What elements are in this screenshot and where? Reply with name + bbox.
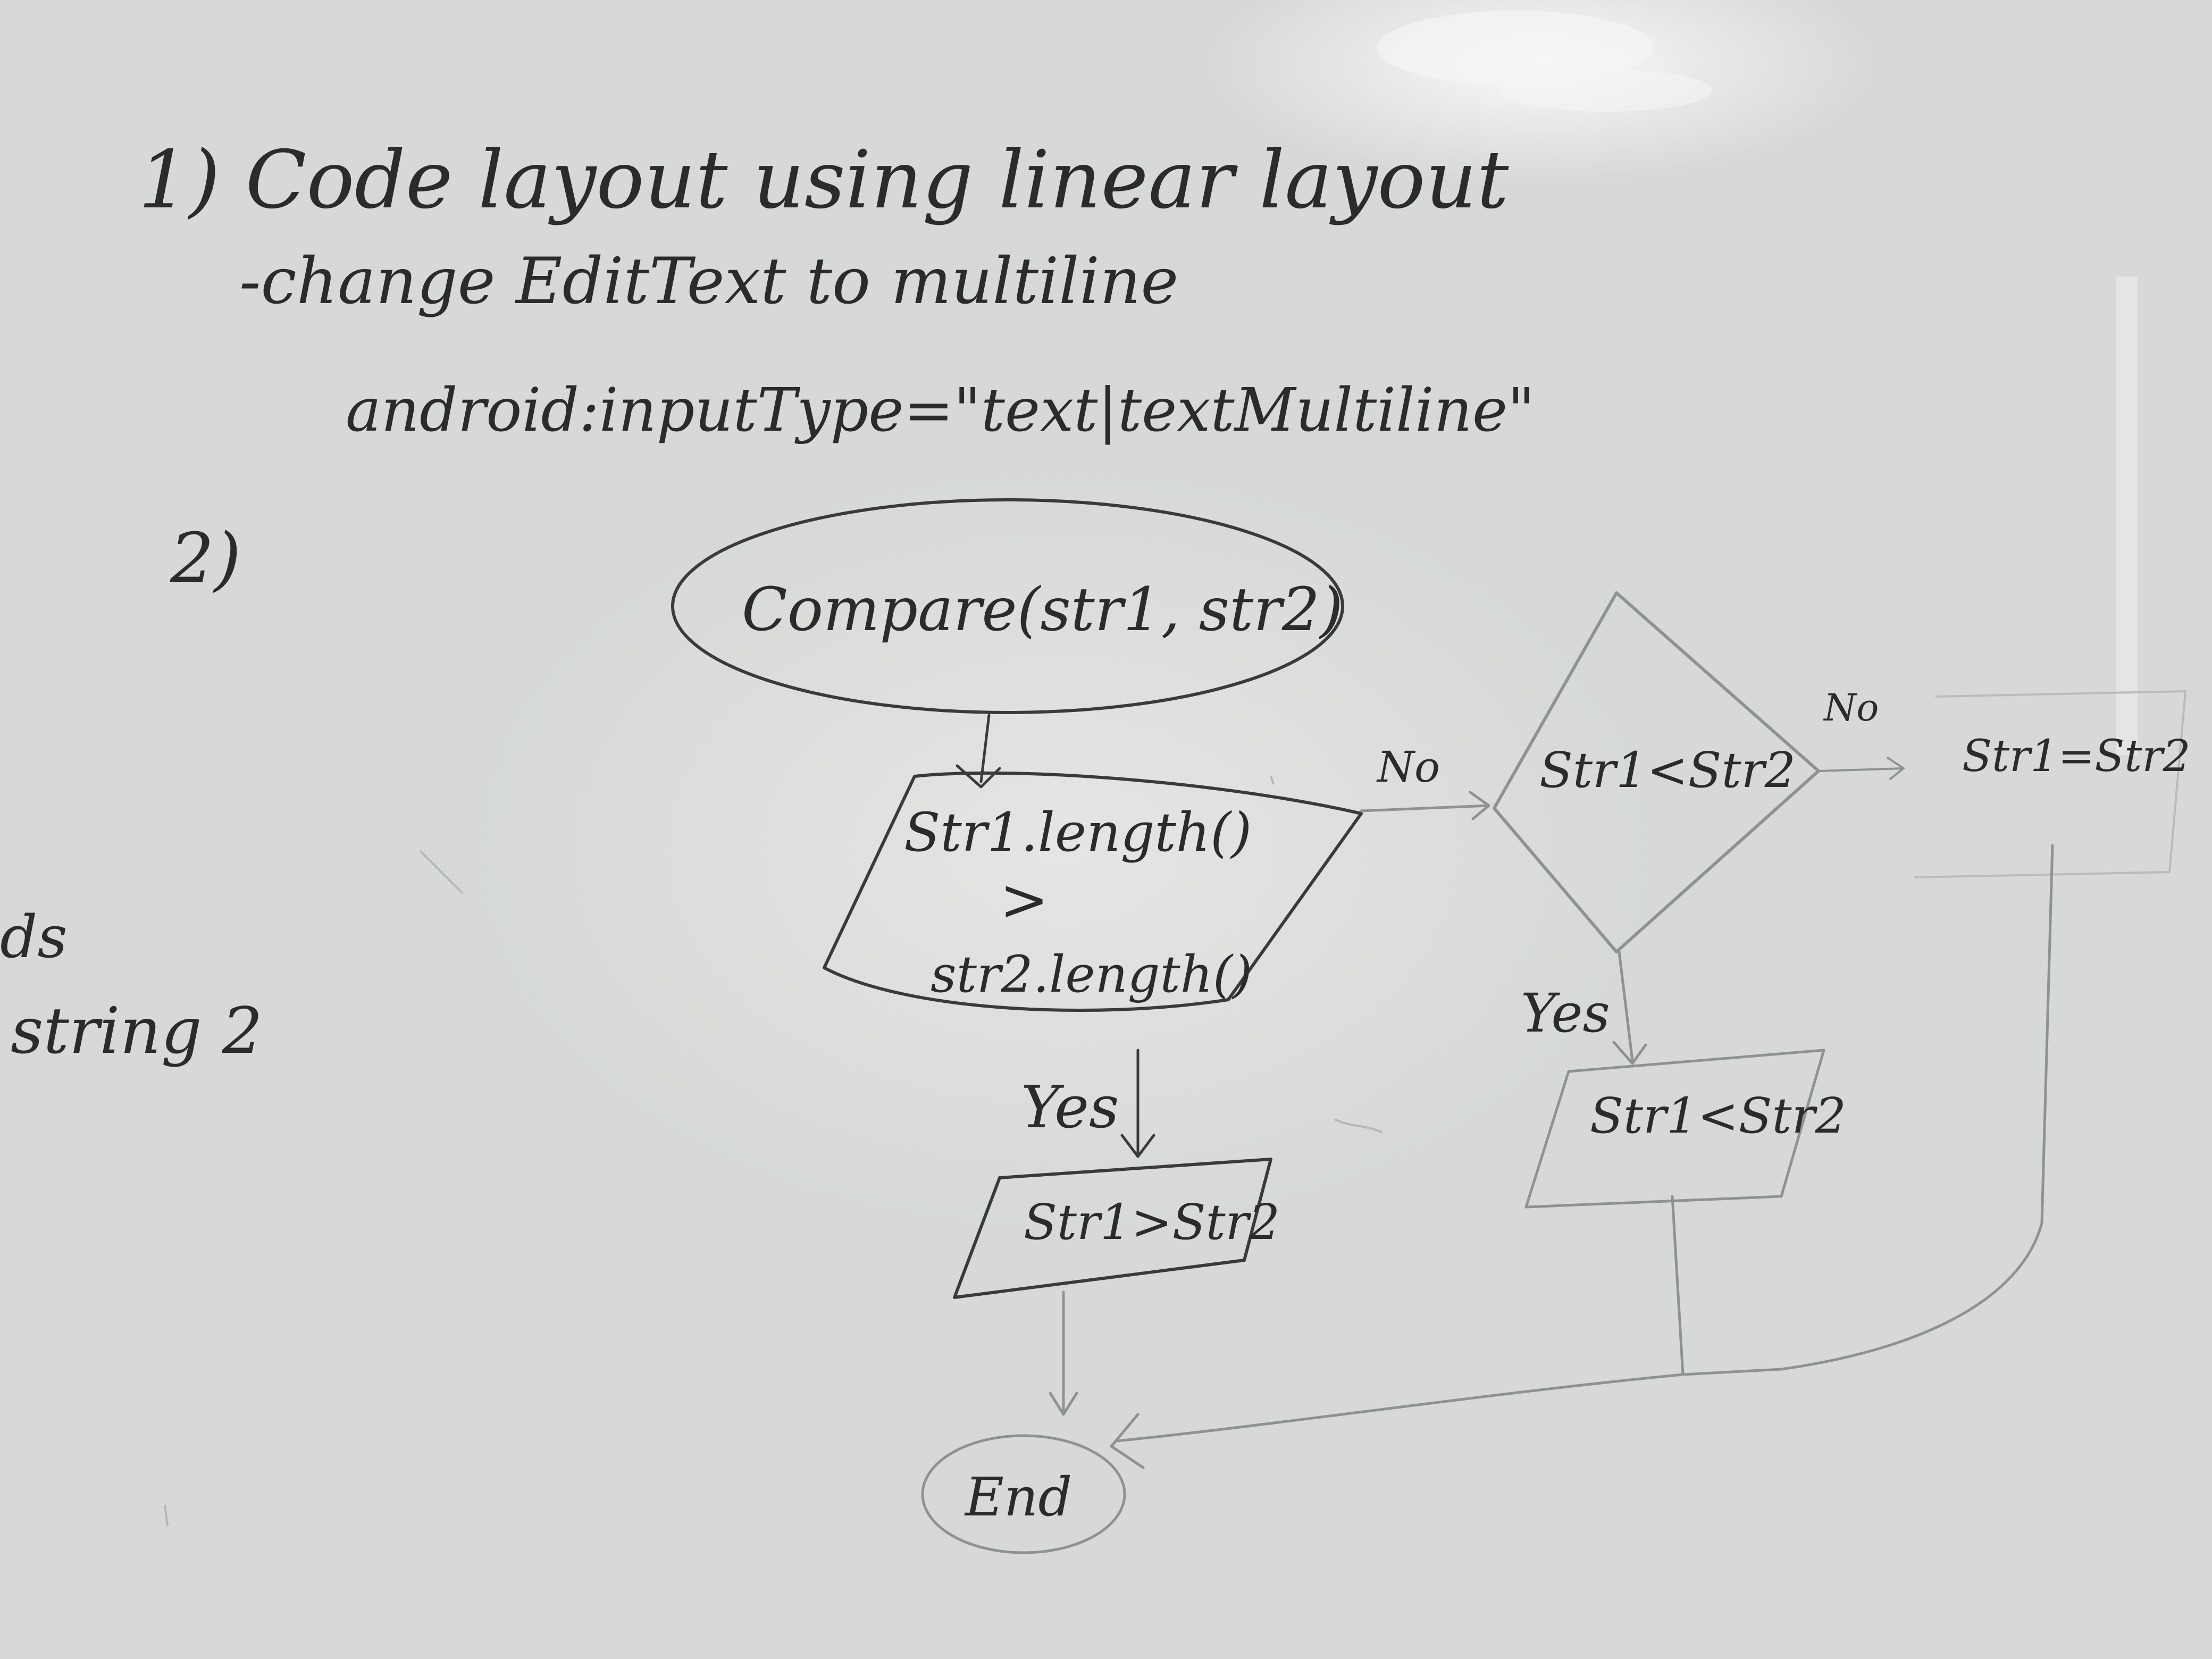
- result-less-label: Str1<Str2: [1590, 1087, 1846, 1144]
- decision-length-node: Str1.length() > str2.length(): [823, 771, 1363, 1012]
- arrow-greater-to-end: [1049, 1291, 1078, 1416]
- label-no-2: No: [1823, 686, 1879, 730]
- note-line-3: android:inputType="text|textMultiline": [346, 376, 1535, 445]
- glare-reflection: [1377, 11, 2138, 755]
- label-no-1: No: [1376, 742, 1440, 792]
- arrow-start-to-decision1: [956, 714, 1001, 789]
- decision-length-line2: str2.length(): [931, 945, 1252, 1004]
- merge-line-to-end: [1115, 844, 2054, 1443]
- arrow-decision2-yes: [1612, 950, 1647, 1065]
- stray-marks: [164, 776, 1383, 1527]
- start-node: Compare(str1, str2): [671, 498, 1344, 714]
- arrow-decision2-no: [1817, 757, 1905, 780]
- note-item-2: 2): [170, 518, 241, 599]
- margin-fragment-2: string 2: [11, 994, 263, 1068]
- note-line-2: -change EditText to multiline: [239, 245, 1178, 319]
- arrow-decision1-yes: [1120, 1049, 1155, 1158]
- result-equal-label: Str1=Str2: [1962, 731, 2191, 782]
- result-greater-node: Str1>Str2: [953, 1158, 1280, 1299]
- decision-less-label: Str1<Str2: [1539, 742, 1796, 799]
- result-equal-node: Str1=Str2: [1914, 690, 2191, 878]
- result-greater-label: Str1>Str2: [1024, 1194, 1280, 1251]
- margin-fragment-1: ds: [0, 903, 68, 971]
- result-less-node: Str1<Str2: [1524, 1049, 1846, 1209]
- decision-length-op: >: [1000, 866, 1049, 934]
- end-node-label: End: [964, 1466, 1072, 1528]
- decision-less-node: Str1<Str2: [1493, 591, 1820, 953]
- note-line-1: 1) Code layout using linear layout: [138, 134, 1509, 227]
- arrowhead-into-end: [1110, 1413, 1145, 1469]
- end-node: End: [921, 1434, 1126, 1554]
- arrow-decision1-no: [1360, 791, 1490, 820]
- label-yes-1: Yes: [1021, 1073, 1119, 1141]
- start-node-label: Compare(str1, str2): [742, 575, 1343, 644]
- decision-length-line1: Str1.length(): [904, 801, 1252, 864]
- label-yes-2: Yes: [1521, 982, 1610, 1044]
